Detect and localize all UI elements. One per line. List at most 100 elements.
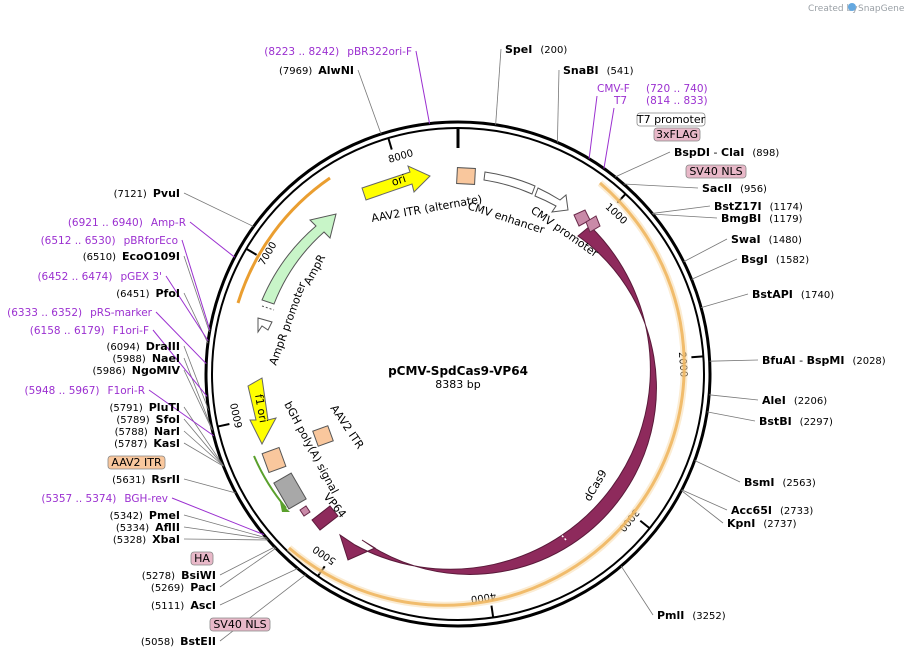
site-label-right[interactable]: BmgBI(1179) xyxy=(721,212,803,225)
ampr-feature[interactable] xyxy=(261,213,337,305)
feature-box-text[interactable]: T7 promoter xyxy=(636,113,706,126)
site-name: Acc65I xyxy=(731,504,772,517)
primer-name: pBR322ori-F xyxy=(347,46,412,58)
site-label-left[interactable]: (5269)PacI xyxy=(151,581,216,594)
ha-feature[interactable] xyxy=(299,505,311,517)
site-label-left[interactable]: (5631)RsrII xyxy=(112,473,180,486)
ampr-label: AmpR xyxy=(301,252,328,287)
aav2-itr-feature-left[interactable] xyxy=(261,446,287,474)
site-name: AlwNI xyxy=(318,64,354,77)
site-label-right[interactable]: Acc65I(2733) xyxy=(731,504,813,517)
cmv-enhancer-feature[interactable] xyxy=(483,171,536,195)
site-label-left[interactable]: (5342)PmeI xyxy=(110,509,180,522)
feature-box-text[interactable]: SV40 NLS xyxy=(689,165,742,178)
cmv-promoter-feature[interactable] xyxy=(534,187,569,213)
primer-label[interactable]: (6158 .. 6179)F1ori-F xyxy=(30,325,149,337)
site-label-left[interactable]: (7969) AlwNI xyxy=(279,64,354,77)
site-label-left[interactable]: (5988)NaeI xyxy=(113,352,180,365)
primer-label[interactable]: (6333 .. 6352)pRS-marker xyxy=(7,307,153,319)
site-position: (5787) xyxy=(114,439,147,450)
site-label-right[interactable]: BspDI - ClaI(898) xyxy=(674,146,779,159)
site-label-right[interactable]: SwaI(1480) xyxy=(731,233,802,246)
feature-box-text[interactable]: AAV2 ITR xyxy=(111,456,162,469)
site-position: (5988) xyxy=(113,354,146,365)
site-label-right[interactable]: BfuAI - BspMI(2028) xyxy=(762,354,886,367)
primer-name[interactable]: T7 xyxy=(613,95,627,107)
primer-name: pRS-marker xyxy=(90,307,153,319)
site-leader-line xyxy=(652,213,718,219)
site-label-left[interactable]: (7121)PvuI xyxy=(114,187,180,200)
site-name-2: BspMI xyxy=(807,354,845,367)
site-label-right[interactable]: BstAPI(1740) xyxy=(752,288,834,301)
site-position: (2737) xyxy=(763,519,796,530)
site-label-right[interactable]: BsmI(2563) xyxy=(744,476,816,489)
ampr-divider xyxy=(261,305,275,311)
site-label-left[interactable]: (5334)AflII xyxy=(116,521,180,534)
site-label-left[interactable]: (6094)DraIII xyxy=(106,340,180,353)
site-label-left[interactable]: (5986)NgoMIV xyxy=(93,364,181,377)
site-label-right[interactable]: BstBI(2297) xyxy=(759,415,833,428)
site-name: RsrII xyxy=(151,473,180,486)
tick-mark xyxy=(387,137,393,150)
site-label-left[interactable]: (5788)NarI xyxy=(115,425,180,438)
site-leader-line xyxy=(681,489,728,511)
site-label-left[interactable]: (5111)AscI xyxy=(151,599,216,612)
primer-range: (5948 .. 5967) xyxy=(25,385,100,397)
site-label-left[interactable]: (6451)PfoI xyxy=(116,287,180,300)
primer-label[interactable]: (8223 .. 8242)pBR322ori-F xyxy=(264,46,412,58)
feature-box-text[interactable]: HA xyxy=(194,552,210,565)
site-name: KpnI xyxy=(727,517,755,530)
site-label-left[interactable]: (5787)KasI xyxy=(114,437,180,450)
site-label-right[interactable]: SpeI(200) xyxy=(505,43,567,56)
site-name: BmgBI xyxy=(721,212,761,225)
site-leader-line xyxy=(709,359,759,362)
primer-name: BGH-rev xyxy=(124,493,168,505)
snapgene-logo-icon xyxy=(848,3,856,11)
site-position: (5328) xyxy=(113,535,146,546)
site-label-right[interactable]: PmlI(3252) xyxy=(657,609,726,622)
primer-label[interactable]: (5948 .. 5967)F1ori-R xyxy=(25,385,145,397)
site-label-left[interactable]: (5328)XbaI xyxy=(113,533,180,546)
vp64-feature[interactable] xyxy=(311,505,339,531)
primer-leader-line xyxy=(152,329,208,397)
site-label-right[interactable]: AleI(2206) xyxy=(762,394,827,407)
bgh-polya-feature[interactable] xyxy=(273,472,307,510)
site-label-right[interactable]: KpnI (2737) xyxy=(727,517,797,530)
site-label-left[interactable]: (5058)BstEII xyxy=(141,635,216,648)
feature-box-text[interactable]: 3xFLAG xyxy=(656,128,698,141)
site-label-left[interactable]: (5278)BsiWI xyxy=(142,569,216,582)
green-arc-feature xyxy=(253,455,287,509)
sv40-nls-feature-top[interactable] xyxy=(585,215,601,233)
primer-range: (814 .. 833) xyxy=(646,95,708,107)
site-label-left[interactable]: (5789)SfoI xyxy=(116,413,180,426)
site-name: BsmI xyxy=(744,476,775,489)
site-leader-line xyxy=(623,183,699,189)
primer-name[interactable]: CMV-F xyxy=(597,83,630,95)
site-label-right[interactable]: BsgI(1582) xyxy=(741,253,809,266)
tick-label: 5000 xyxy=(311,543,338,567)
primer-label[interactable]: (5357 .. 5374)BGH-rev xyxy=(41,493,168,505)
aav2-itr-alt-feature[interactable] xyxy=(456,167,476,185)
dcas9-feature[interactable] xyxy=(339,225,657,575)
site-leader-line xyxy=(219,547,277,588)
site-label-right[interactable]: SnaBI(541) xyxy=(563,64,634,77)
primer-range: (720 .. 740) xyxy=(646,83,708,95)
site-label-left[interactable]: (6510)EcoO109I xyxy=(83,250,180,263)
ori-feature[interactable] xyxy=(361,165,431,201)
feature-box-text[interactable]: SV40 NLS xyxy=(213,618,266,631)
primer-label[interactable]: (6452 .. 6474)pGEX 3' xyxy=(37,271,162,283)
site-label-right[interactable]: BstZ17I(1174) xyxy=(714,200,803,213)
f1-ori-feature[interactable] xyxy=(247,377,277,446)
site-separator: - xyxy=(710,146,721,159)
primer-leader-line xyxy=(165,275,209,342)
aav2-itr-label: AAV2 ITR xyxy=(328,402,367,451)
feature-label-box xyxy=(653,127,701,142)
aav2-itr-feature-inner[interactable] xyxy=(312,425,334,447)
ampr-promoter-feature[interactable] xyxy=(257,317,273,334)
site-label-left[interactable]: (5791)PluTI xyxy=(109,401,180,414)
site-position: (7969) xyxy=(279,66,312,77)
primer-range: (6512 .. 6530) xyxy=(41,235,116,247)
site-label-right[interactable]: SacII(956) xyxy=(702,182,767,195)
primer-label[interactable]: (6921 .. 6940)Amp-R xyxy=(68,217,186,229)
primer-label[interactable]: (6512 .. 6530)pBRforEco xyxy=(41,235,178,247)
